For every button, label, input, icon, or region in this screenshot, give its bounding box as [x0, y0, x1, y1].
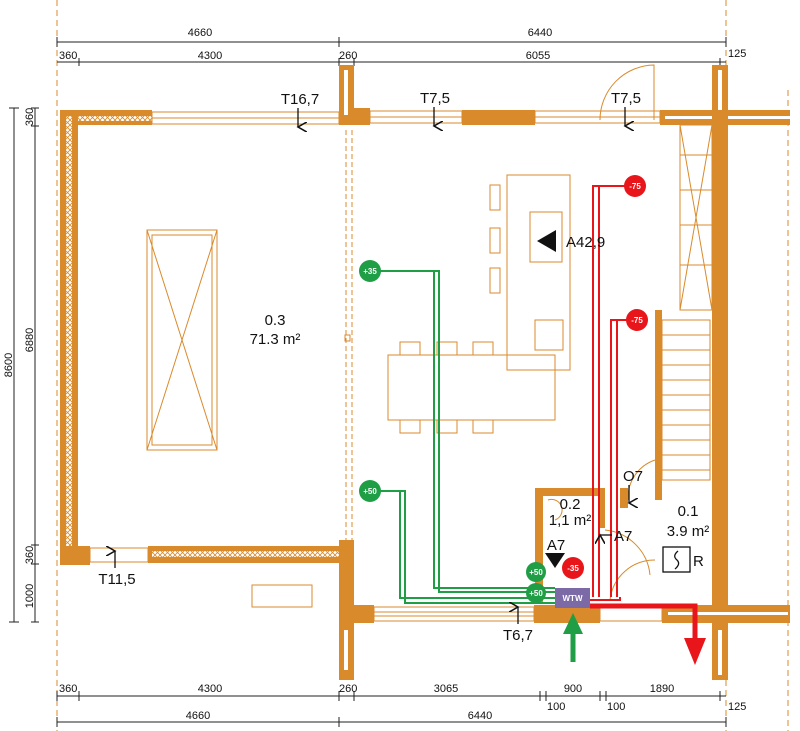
opening-label: T7,5 [420, 90, 450, 107]
dim-bottom-4300: 4300 [198, 683, 222, 695]
opening-label: A7 [614, 528, 632, 545]
dim-left-1000: 1000 [24, 584, 36, 608]
radiator-symbol: R [662, 546, 704, 573]
supply-ducts [370, 270, 555, 604]
extract-valve-triangle-icon [537, 230, 556, 252]
room-labels: 0.3 71.3 m² 0.2 1,1 m² 0.1 3.9 m² [250, 312, 710, 540]
symbol-label: R [693, 553, 704, 570]
supply-point-label: +50 [529, 568, 543, 577]
dim-bottom-125: 125 [728, 701, 746, 713]
dim-top-4300: 4300 [198, 50, 222, 62]
opening-label: T6,7 [503, 627, 533, 644]
opening-label: T11,5 [98, 571, 135, 588]
opening-label: A42,9 [566, 234, 605, 251]
dim-top-6055: 6055 [526, 50, 550, 62]
dim-bottom-3065: 3065 [434, 683, 458, 695]
opening-labels: T16,7 T7,5 T7,5 T11,5 T6,7 O7 A7 A7 A42,… [98, 90, 643, 644]
supply-point-label: +35 [363, 267, 377, 276]
exhaust-point-label: -75 [631, 316, 643, 325]
opening-label: A7 [547, 537, 565, 554]
supply-points: +35 +50 +50 +50 [359, 260, 546, 603]
dim-top-4660: 4660 [188, 27, 212, 39]
opening-label: T7,5 [611, 90, 641, 107]
exhaust-points: -75 -75 -35 [562, 175, 648, 579]
wtw-label: WTW [563, 594, 583, 603]
dim-bottom-900: 900 [564, 683, 582, 695]
dim-left-6880: 6880 [24, 328, 36, 352]
dim-bottom-100: 100 [607, 701, 625, 713]
dim-bottom-1890: 1890 [650, 683, 674, 695]
exhaust-point-label: -35 [567, 564, 579, 573]
dim-left-360-bottom: 360 [24, 546, 36, 564]
room-area: 3.9 m² [667, 523, 710, 540]
exhaust-outlet-duct [590, 603, 698, 640]
supply-point-label: +50 [529, 589, 543, 598]
room-number: 0.2 [560, 496, 581, 513]
room-area: 1,1 m² [549, 512, 592, 529]
squiggle-icon [674, 550, 680, 570]
wtw-unit: WTW [555, 588, 590, 608]
left-dimensions: 8600 360 6880 360 1000 [3, 107, 39, 623]
dim-bottom-260: 260 [339, 683, 357, 695]
top-dimensions: 4660 6440 360 4300 260 6055 125 [56, 27, 746, 66]
dim-bottom-6440: 6440 [468, 710, 492, 722]
dim-top-360: 360 [59, 50, 77, 62]
dim-bottom-100: 100 [547, 701, 565, 713]
room-number: 0.3 [265, 312, 286, 329]
dim-bottom-4660: 4660 [186, 710, 210, 722]
dim-left-360-top: 360 [24, 108, 36, 126]
dim-top-125: 125 [728, 48, 746, 60]
extract-valve-triangle-icon [545, 553, 565, 568]
walls [60, 64, 790, 680]
dim-top-260: 260 [339, 50, 357, 62]
opening-label: O7 [623, 468, 643, 485]
opening-label: T16,7 [281, 91, 319, 108]
room-number: 0.1 [678, 503, 699, 520]
dim-left-8600: 8600 [3, 353, 15, 377]
furniture [146, 174, 571, 521]
exhaust-point-label: -75 [629, 182, 641, 191]
bottom-dimensions: 360 4300 260 3065 900 1890 100 100 125 4… [56, 683, 746, 727]
fresh-air-intake-arrow-icon [563, 613, 583, 634]
supply-point-label: +50 [363, 487, 377, 496]
room-area: 71.3 m² [250, 331, 301, 348]
exhaust-outlet-arrow-icon [684, 638, 706, 665]
dim-top-6440: 6440 [528, 27, 552, 39]
dim-bottom-360: 360 [59, 683, 77, 695]
